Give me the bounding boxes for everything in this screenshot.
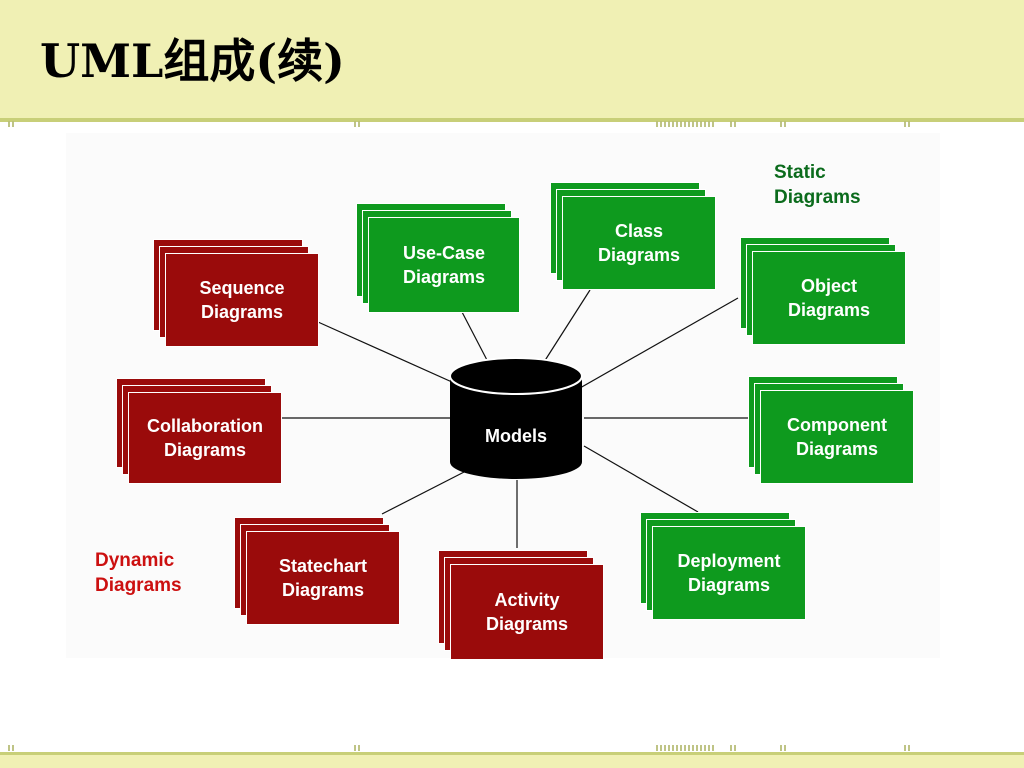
statechart-diagrams-node: Statechart Diagrams [234,517,400,625]
deployment-diagrams-label: Deployment Diagrams [677,551,781,595]
slide-title: UML组成(续) [40,34,345,88]
corner-dots [656,745,716,751]
use-case-diagrams-node: Use-Case Diagrams [356,203,520,313]
corner-dots [730,745,736,751]
static-diagrams-label: Static Diagrams [774,162,861,208]
link-class [543,289,591,363]
link-object [579,297,739,389]
corner-dots [656,121,716,127]
link-statechart [381,469,469,515]
activity-diagrams-label: Activity Diagrams [485,590,569,634]
corner-dots [354,121,360,127]
deployment-diagrams-node: Deployment Diagrams [640,512,806,620]
corner-dots [8,745,14,751]
link-use-case [461,311,489,363]
corner-dots [780,121,786,127]
footer-band [0,752,1024,768]
activity-diagrams-node: Activity Diagrams [438,550,604,660]
use-case-diagrams-label: Use-Case Diagrams [402,243,486,287]
object-diagrams-node: Object Diagrams [740,237,906,345]
title-rule [0,118,1024,122]
class-diagrams-node: Class Diagrams [550,182,716,290]
corner-dots [780,745,786,751]
object-diagrams-label: Object Diagrams [787,276,871,320]
class-diagrams-label: Class Diagrams [597,221,681,265]
corner-dots [904,121,910,127]
link-deployment [583,445,699,513]
models-database [449,357,583,479]
title-banner [0,0,1024,118]
statechart-diagrams-label: Statechart Diagrams [278,556,368,600]
sequence-diagrams-node: Sequence Diagrams [153,239,319,347]
link-sequence [317,321,453,383]
dynamic-diagrams-label: Dynamic Diagrams [95,550,182,596]
component-diagrams-label: Component Diagrams [787,415,887,459]
corner-dots [730,121,736,127]
collaboration-diagrams-node: Collaboration Diagrams [116,378,282,484]
sequence-diagrams-label: Sequence Diagrams [199,278,285,322]
component-diagrams-node: Component Diagrams [748,376,914,484]
collaboration-diagrams-label: Collaboration Diagrams [147,416,263,460]
corner-dots [904,745,910,751]
models-label: Models [484,426,547,446]
corner-dots [8,121,14,127]
corner-dots [354,745,360,751]
